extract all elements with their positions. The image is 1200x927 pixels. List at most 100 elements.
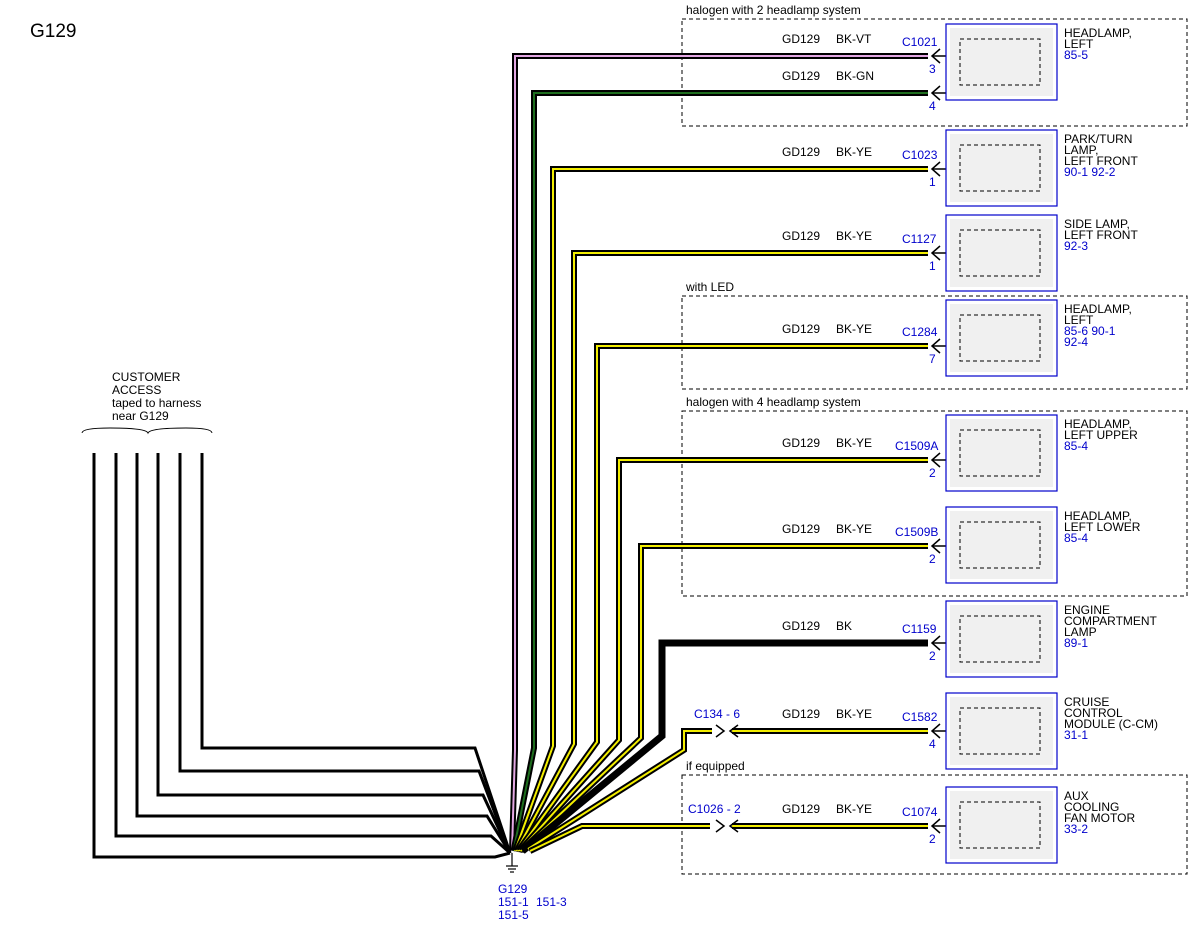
- component-label: LEFT FRONT: [1064, 154, 1138, 168]
- wire-bk-ye-stripe: [520, 545, 928, 852]
- connector-id: C1021: [902, 35, 938, 49]
- component-label: HEADLAMP,: [1064, 509, 1132, 523]
- customer-access-wire: [114, 453, 512, 855]
- system-boxes-layer: [681, 18, 1188, 875]
- wire-bk-ye-stripe: [514, 168, 928, 852]
- wire-color-code: BK-YE: [836, 322, 872, 336]
- customer-access-wire: [156, 453, 512, 854]
- circuit-number: GD129: [782, 802, 820, 816]
- component-label: HEADLAMP,: [1064, 26, 1132, 40]
- wire-color-code: BK-YE: [836, 707, 872, 721]
- ground-ref-1: 151-1: [498, 895, 529, 909]
- circuit-number: GD129: [782, 436, 820, 450]
- customer-access-line-4: near G129: [112, 409, 169, 423]
- inline-connector-arrow: [715, 724, 726, 738]
- component-label: MODULE (C-CM): [1064, 717, 1158, 731]
- pin-number: 1: [929, 259, 936, 273]
- customer-access-wire: [178, 453, 512, 854]
- customer-access-wire: [92, 453, 511, 859]
- component-label: CONTROL: [1064, 706, 1123, 720]
- component-body: [950, 697, 1053, 765]
- component-ref: 85-4: [1064, 439, 1088, 453]
- component-label: LAMP: [1064, 625, 1097, 639]
- customer-access-line-1: CUSTOMER: [112, 370, 181, 384]
- wire-color-code: BK-YE: [836, 522, 872, 536]
- circuit-number: GD129: [782, 522, 820, 536]
- component-label: LEFT FRONT: [1064, 228, 1138, 242]
- inline-connector-label: C134 - 6: [694, 707, 740, 721]
- component-label: COMPARTMENT: [1064, 614, 1158, 628]
- wire-bk-ye-stripe: [529, 825, 710, 852]
- component-body: [950, 419, 1053, 487]
- wire-color-code: BK-YE: [836, 802, 872, 816]
- connector-id: C1284: [902, 325, 938, 339]
- component-ref: 31-1: [1064, 728, 1088, 742]
- system-box-label: if equipped: [686, 759, 745, 773]
- pin-number: 2: [929, 649, 936, 663]
- circuit-number: GD129: [782, 707, 820, 721]
- component-body: [950, 511, 1053, 579]
- pin-number: 7: [929, 352, 936, 366]
- circuit-number: GD129: [782, 322, 820, 336]
- inline-connector-arrow: [728, 819, 739, 833]
- component-body: [950, 605, 1053, 673]
- circuit-number: GD129: [782, 619, 820, 633]
- pin-number: 4: [929, 737, 936, 751]
- component-body: [950, 791, 1053, 859]
- component-body: [950, 219, 1053, 287]
- wire-bk-ye-stripe: [527, 730, 712, 850]
- wire-bk: [520, 639, 928, 854]
- component-label: HEADLAMP,: [1064, 417, 1132, 431]
- wire-color-code: BK-YE: [836, 229, 872, 243]
- component-label: LEFT LOWER: [1064, 520, 1141, 534]
- ground-ref-2: 151-3: [536, 895, 567, 909]
- component-ref: 85-6 90-1: [1064, 324, 1116, 338]
- connector-id: C1509B: [895, 525, 938, 539]
- wire-bk-ye-stripe: [515, 252, 928, 852]
- pin-number: 1: [929, 175, 936, 189]
- system-box: [681, 18, 1188, 127]
- component-label: LAMP,: [1064, 143, 1098, 157]
- diagram-title: G129: [30, 21, 76, 42]
- connector-id: C1127: [902, 232, 937, 246]
- pin-number: 2: [929, 832, 936, 846]
- component-label: CRUISE: [1064, 695, 1109, 709]
- pin-number: 3: [929, 62, 936, 76]
- system-box-label: halogen with 4 headlamp system: [686, 395, 861, 409]
- wire-color-code: BK-GN: [836, 69, 874, 83]
- customer-access-wire: [200, 453, 512, 854]
- system-box: [681, 410, 1188, 597]
- customer-access-brace: [81, 427, 213, 435]
- wire-color-code: BK: [836, 619, 852, 633]
- wire-bk-vt-stripe: [511, 55, 928, 852]
- component-ref: 92-3: [1064, 239, 1088, 253]
- connector-id: C1509A: [895, 439, 938, 453]
- component-label: PARK/TURN: [1064, 132, 1132, 146]
- pin-number: 2: [929, 466, 936, 480]
- pin-number: 4: [929, 99, 936, 113]
- component-label: LEFT: [1064, 313, 1094, 327]
- inline-connector-arrow: [715, 819, 726, 833]
- component-body: [950, 28, 1053, 96]
- customer-access-wire: [135, 453, 512, 854]
- circuit-number: GD129: [782, 69, 820, 83]
- connector-id: C1159: [902, 622, 937, 636]
- wire-color-code: BK-YE: [836, 145, 872, 159]
- circuit-number: GD129: [782, 145, 820, 159]
- customer-access-line-2: ACCESS: [112, 383, 161, 397]
- circuit-number: GD129: [782, 32, 820, 46]
- component-ref: 90-1 92-2: [1064, 165, 1116, 179]
- ground-name: G129: [498, 882, 528, 896]
- system-box-label: halogen with 2 headlamp system: [686, 3, 861, 17]
- customer-access-line-3: taped to harness: [112, 396, 201, 410]
- component-body: [950, 134, 1053, 202]
- component-ref: 89-1: [1064, 636, 1088, 650]
- circuit-number: GD129: [782, 229, 820, 243]
- wire-bk-ye-stripe: [517, 345, 928, 852]
- pin-number: 2: [929, 552, 936, 566]
- ground-ref-3: 151-5: [498, 908, 529, 922]
- component-ref: 85-4: [1064, 531, 1088, 545]
- inline-connector-arrow: [728, 724, 739, 738]
